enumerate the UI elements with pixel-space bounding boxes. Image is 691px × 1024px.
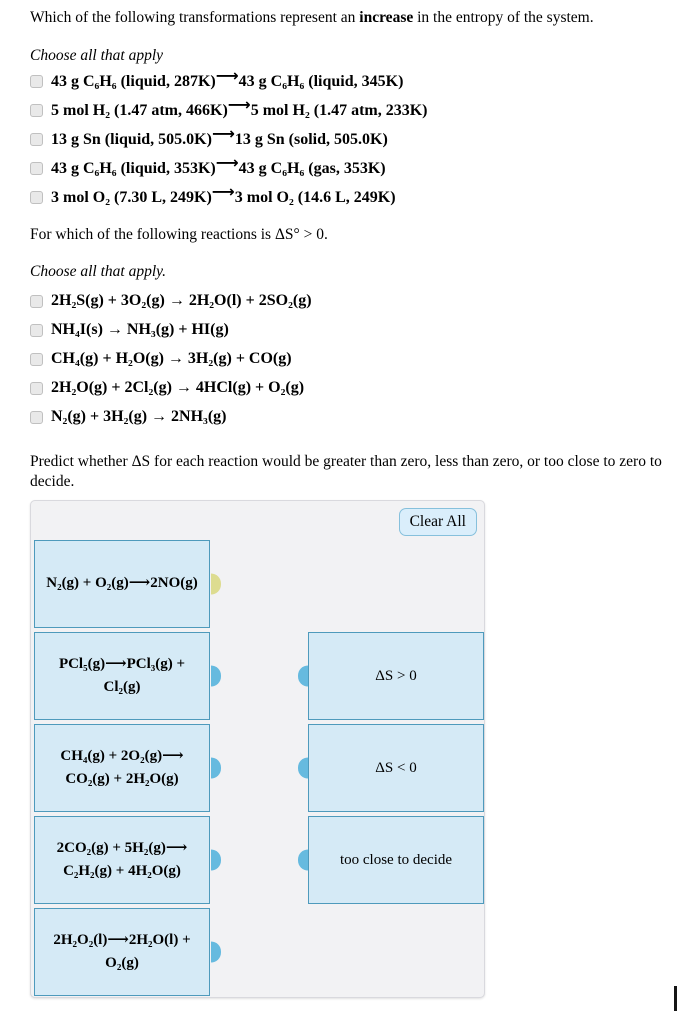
checkbox-q2-option-5[interactable]: [30, 410, 43, 424]
connector-dot-blue[interactable]: [210, 757, 221, 779]
reaction-card-1-text: N₂(g) + O₂(g)⟶2NO(g): [46, 575, 198, 592]
q2-option-row-5: N₂(g) + 3H₂(g) → 2NH₃(g): [30, 406, 226, 428]
q2-option-row-3: CH₄(g) + H₂O(g) → 3H₂(g) + CO(g): [30, 348, 292, 370]
checkbox-q1-option-5[interactable]: [30, 190, 43, 204]
q2-option-row-4: 2H₂O(g) + 2Cl₂(g) → 4HCl(g) + O₂(g): [30, 377, 304, 399]
reaction-card-3[interactable]: CH₄(g) + 2O₂(g)⟶ CO₂(g) + 2H₂O(g): [34, 724, 221, 812]
q2-option-row-1: 2H₂S(g) + 3O₂(g) → 2H₂O(l) + 2SO₂(g): [30, 290, 312, 312]
reaction-card-3-line2: CO₂(g) + 2H₂O(g): [65, 771, 179, 787]
q1-option-row-1: 43 g C₆H₆ (liquid, 287K)⟶43 g C₆H₆ (liqu…: [30, 66, 404, 92]
q2-option-1-label: 2H₂S(g) + 3O₂(g) → 2H₂O(l) + 2SO₂(g): [51, 292, 312, 309]
connector-dot-yellow[interactable]: [210, 573, 221, 595]
reaction-card-5[interactable]: 2H₂O₂(l)⟶2H₂O(l) + O₂(g): [34, 908, 221, 996]
connector-dot-blue[interactable]: [210, 665, 221, 687]
reaction-arrow-icon: ⟶: [211, 124, 235, 143]
checkbox-q2-option-3[interactable]: [30, 352, 43, 366]
q1-option-3-label: 13 g Sn (liquid, 505.0K)⟶13 g Sn (solid,…: [51, 124, 388, 149]
q2-option-3-label: CH₄(g) + H₂O(g) → 3H₂(g) + CO(g): [51, 350, 292, 367]
connector-dot-blue[interactable]: [297, 849, 308, 871]
question2-prompt: For which of the following reactions is …: [30, 226, 328, 243]
reaction-card-4-line1: 2CO₂(g) + 5H₂(g)⟶: [56, 839, 188, 856]
q2-option-row-2: NH₄I(s) → NH₃(g) + HI(g): [30, 319, 229, 341]
reaction-card-2-line2: Cl₂(g): [103, 679, 141, 695]
q1-option-row-4: 43 g C₆H₆ (liquid, 353K)⟶43 g C₆H₆ (gas,…: [30, 153, 386, 179]
reaction-arrow-icon: ⟶: [215, 66, 239, 85]
reaction-arrow-icon: ⟶: [227, 95, 251, 114]
q2-option-5-label: N₂(g) + 3H₂(g) → 2NH₃(g): [51, 408, 227, 425]
answer-card-ds-greater[interactable]: ΔS > 0: [297, 632, 484, 720]
q1-option-row-3: 13 g Sn (liquid, 505.0K)⟶13 g Sn (solid,…: [30, 124, 388, 150]
question1-prompt-bold: increase: [359, 9, 414, 26]
answer-card-too-close[interactable]: too close to decide: [297, 816, 484, 904]
answer-card-ds-less[interactable]: ΔS < 0: [297, 724, 484, 812]
reaction-card-2-line1: PCl₅(g)⟶PCl₃(g) +: [58, 655, 186, 672]
connector-dot-blue[interactable]: [210, 941, 221, 963]
reaction-arrow-icon: ⟶: [215, 153, 239, 172]
q1-option-row-5: 3 mol O₂ (7.30 L, 249K)⟶3 mol O₂ (14.6 L…: [30, 182, 396, 208]
reaction-card-1[interactable]: N₂(g) + O₂(g)⟶2NO(g): [34, 540, 221, 628]
question2-instruction: Choose all that apply.: [30, 263, 167, 280]
reaction-arrow-icon: ⟶: [211, 182, 235, 201]
reaction-card-4[interactable]: 2CO₂(g) + 5H₂(g)⟶ C₂H₂(g) + 4H₂O(g): [34, 816, 221, 904]
clear-all-button[interactable]: Clear All: [398, 508, 477, 536]
q1-option-2-label: 5 mol H₂ (1.47 atm, 466K)⟶5 mol H₂ (1.47…: [51, 95, 428, 120]
q1-option-1-after: 43 g C₆H₆ (liquid, 345K): [238, 73, 404, 90]
q1-option-2-after: 5 mol H₂ (1.47 atm, 233K): [250, 102, 428, 119]
reaction-card-2[interactable]: PCl₅(g)⟶PCl₃(g) + Cl₂(g): [34, 632, 221, 720]
answer-card-too-close-label: too close to decide: [339, 851, 453, 868]
q1-option-4-before: 43 g C₆H₆ (liquid, 353K): [51, 160, 216, 177]
q2-option-4-label: 2H₂O(g) + 2Cl₂(g) → 4HCl(g) + O₂(g): [51, 379, 305, 396]
q1-option-1-before: 43 g C₆H₆ (liquid, 287K): [51, 73, 216, 90]
matching-panel: Clear All N₂(g) + O₂(g)⟶2NO(g) PCl₅(g)⟶P…: [30, 500, 485, 998]
checkbox-q1-option-2[interactable]: [30, 103, 43, 117]
checkbox-q1-option-1[interactable]: [30, 74, 43, 88]
connector-dot-blue[interactable]: [297, 665, 308, 687]
q2-option-2-label: NH₄I(s) → NH₃(g) + HI(g): [51, 321, 229, 338]
q1-option-3-before: 13 g Sn (liquid, 505.0K): [51, 131, 212, 148]
question1-prompt: Which of the following transformations r…: [30, 8, 670, 28]
checkbox-q1-option-4[interactable]: [30, 161, 43, 175]
question1-prompt-tail: in the entropy of the system.: [413, 9, 594, 26]
reaction-card-4-line2: C₂H₂(g) + 4H₂O(g): [63, 863, 181, 879]
checkbox-q1-option-3[interactable]: [30, 132, 43, 146]
q1-option-2-before: 5 mol H₂ (1.47 atm, 466K): [51, 102, 228, 119]
checkbox-q2-option-4[interactable]: [30, 381, 43, 395]
q1-option-5-after: 3 mol O₂ (14.6 L, 249K): [234, 189, 396, 206]
reaction-card-5-line2: O₂(g): [105, 955, 139, 971]
text-cursor: [674, 986, 677, 1011]
question1-prompt-text: Which of the following transformations r…: [30, 9, 360, 26]
q1-option-4-label: 43 g C₆H₆ (liquid, 353K)⟶43 g C₆H₆ (gas,…: [51, 153, 386, 178]
checkbox-q2-option-1[interactable]: [30, 294, 43, 308]
answer-card-ds-greater-label: ΔS > 0: [375, 667, 417, 684]
question1-instruction: Choose all that apply: [30, 47, 164, 64]
q1-option-row-2: 5 mol H₂ (1.47 atm, 466K)⟶5 mol H₂ (1.47…: [30, 95, 428, 121]
q1-option-4-after: 43 g C₆H₆ (gas, 353K): [238, 160, 386, 177]
connector-dot-blue[interactable]: [210, 849, 221, 871]
connector-dot-blue[interactable]: [297, 757, 308, 779]
checkbox-q2-option-2[interactable]: [30, 323, 43, 337]
q1-option-5-label: 3 mol O₂ (7.30 L, 249K)⟶3 mol O₂ (14.6 L…: [51, 182, 396, 207]
q1-option-1-label: 43 g C₆H₆ (liquid, 287K)⟶43 g C₆H₆ (liqu…: [51, 66, 404, 91]
question3-prompt: Predict whether ΔS for each reaction wou…: [30, 453, 662, 491]
answer-card-ds-less-label: ΔS < 0: [375, 759, 417, 776]
q1-option-5-before: 3 mol O₂ (7.30 L, 249K): [51, 189, 212, 206]
reaction-card-5-line1: 2H₂O₂(l)⟶2H₂O(l) +: [53, 931, 191, 948]
q1-option-3-after: 13 g Sn (solid, 505.0K): [234, 131, 388, 148]
reaction-card-3-line1: CH₄(g) + 2O₂(g)⟶: [60, 747, 184, 764]
